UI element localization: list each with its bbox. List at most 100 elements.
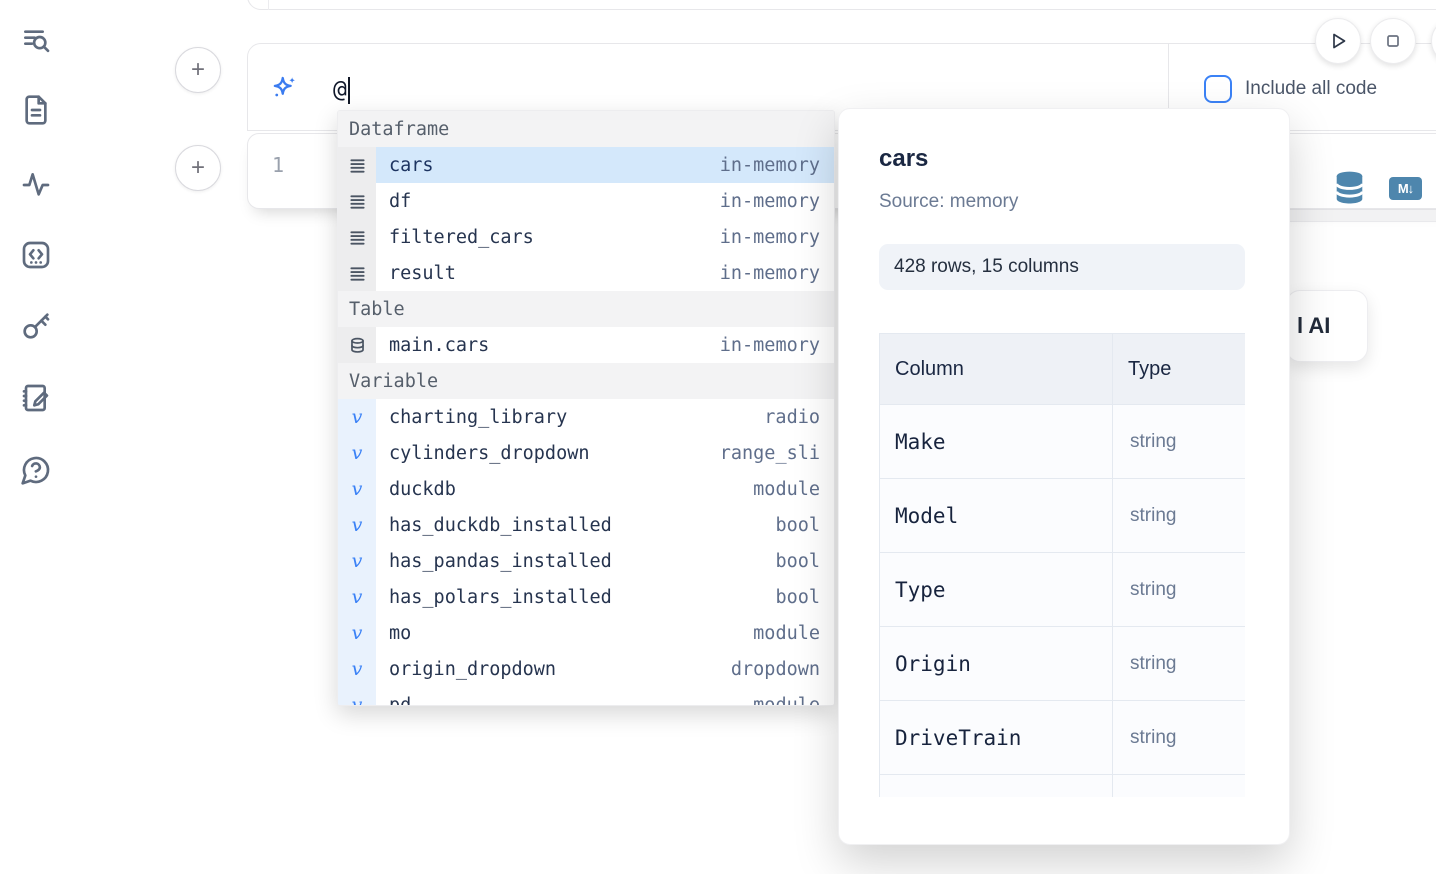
autocomplete-item-result[interactable]: result in-memory	[338, 255, 834, 291]
ai-generate-button-fragment[interactable]: l AI	[1286, 290, 1368, 362]
dataframe-icon	[349, 266, 365, 281]
schema-column-type: string	[1112, 552, 1245, 627]
ai-card-divider	[1168, 44, 1169, 130]
line-number: 1	[271, 153, 285, 177]
schema-column-type: string	[1112, 626, 1245, 701]
item-name: df	[389, 190, 412, 212]
add-cell-button-top[interactable]: +	[175, 47, 221, 93]
preview-shape-badge: 428 rows, 15 columns	[879, 244, 1245, 290]
file-icon[interactable]	[20, 94, 52, 126]
autocomplete-item-df[interactable]: df in-memory	[338, 183, 834, 219]
run-cell-button[interactable]	[1315, 18, 1361, 64]
dataframe-icon	[349, 230, 365, 245]
item-type: module	[753, 622, 820, 644]
item-type: bool	[775, 586, 820, 608]
item-type: in-memory	[719, 190, 820, 212]
item-type: module	[753, 694, 820, 706]
autocomplete-item-mo[interactable]: v mo module	[338, 615, 834, 651]
item-name: filtered_cars	[389, 226, 534, 248]
sparkles-icon	[269, 74, 299, 104]
preview-source: Source: memory	[879, 191, 1019, 212]
item-name: main.cars	[389, 334, 490, 356]
schema-column-name: Type	[879, 552, 1113, 627]
variable-icon: v	[351, 694, 363, 706]
schema-column-name: Make	[879, 404, 1113, 479]
schema-column-name: Model	[879, 478, 1113, 553]
schema-header-type: Type	[1112, 333, 1245, 405]
item-name: has_pandas_installed	[389, 550, 612, 572]
previous-cell-edge	[247, 0, 1436, 10]
ai-prompt-value: @	[333, 77, 347, 103]
include-all-code-label: Include all code	[1245, 78, 1378, 99]
help-icon[interactable]	[20, 454, 52, 486]
scratchpad-icon[interactable]	[20, 382, 52, 414]
schema-column-type: string	[1112, 404, 1245, 479]
item-name: origin_dropdown	[389, 658, 557, 680]
variable-icon: v	[351, 622, 363, 644]
dataframe-icon	[349, 194, 365, 209]
variable-icon: v	[351, 406, 363, 428]
dataframe-preview-popover: cars Source: memory 428 rows, 15 columns…	[838, 108, 1290, 845]
autocomplete-item-cylinders_dropdown[interactable]: v cylinders_dropdown range_sli	[338, 435, 834, 471]
variable-icon: v	[351, 442, 363, 464]
add-cell-button-middle[interactable]: +	[175, 145, 221, 191]
autocomplete-item-has_polars_installed[interactable]: v has_polars_installed bool	[338, 579, 834, 615]
autocomplete-item-filtered_cars[interactable]: filtered_cars in-memory	[338, 219, 834, 255]
item-type: in-memory	[719, 334, 820, 356]
autocomplete-item-pd[interactable]: v pd module	[338, 687, 834, 706]
item-name: mo	[389, 622, 412, 644]
variable-icon: v	[351, 514, 363, 536]
item-type: bool	[775, 514, 820, 536]
variable-icon: v	[351, 550, 363, 572]
table-icon	[350, 337, 364, 353]
text-caret	[347, 76, 350, 104]
snippets-icon[interactable]	[20, 239, 52, 271]
item-name: cylinders_dropdown	[389, 442, 590, 464]
variable-icon: v	[351, 478, 363, 500]
variable-icon: v	[351, 586, 363, 608]
item-type: in-memory	[719, 262, 820, 284]
schema-header-column: Column	[879, 333, 1113, 405]
previous-cell-divider	[268, 0, 269, 10]
item-name: cars	[389, 154, 434, 176]
include-all-code-checkbox[interactable]	[1204, 75, 1232, 103]
key-icon[interactable]	[20, 310, 52, 342]
item-name: has_polars_installed	[389, 586, 612, 608]
include-all-code-control[interactable]: Include all code	[1204, 74, 1377, 104]
item-type: in-memory	[719, 154, 820, 176]
item-type: bool	[775, 550, 820, 572]
contents-search-icon[interactable]	[20, 25, 52, 57]
database-icon[interactable]	[1331, 169, 1368, 206]
schema-row-clipped	[879, 774, 1245, 797]
schema-column-name: DriveTrain	[879, 700, 1113, 775]
autocomplete-item-has_pandas_installed[interactable]: v has_pandas_installed bool	[338, 543, 834, 579]
item-type: in-memory	[719, 226, 820, 248]
item-name: charting_library	[389, 406, 568, 428]
ai-prompt-input[interactable]: @	[333, 74, 350, 106]
item-name: pd	[389, 694, 412, 706]
item-name: result	[389, 262, 456, 284]
schema-column-type: string	[1112, 478, 1245, 553]
autocomplete-item-main-cars[interactable]: main.cars in-memory	[338, 327, 834, 363]
schema-column-name: Origin	[879, 626, 1113, 701]
markdown-icon[interactable]: M↓	[1389, 177, 1422, 200]
activity-icon[interactable]	[20, 167, 52, 199]
dataframe-icon	[349, 158, 365, 173]
preview-title: cars	[879, 145, 929, 172]
item-type: range_sli	[719, 442, 820, 464]
schema-column-type: string	[1112, 700, 1245, 775]
stop-button[interactable]	[1370, 18, 1416, 64]
autocomplete-item-cars[interactable]: cars in-memory	[338, 147, 834, 183]
